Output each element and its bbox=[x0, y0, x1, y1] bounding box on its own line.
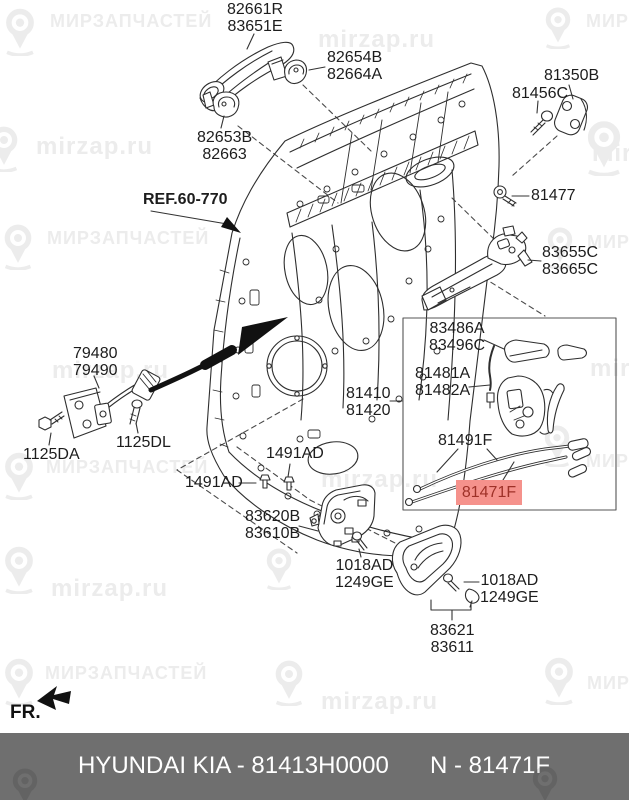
part-label-clip-left: 1491AD bbox=[185, 474, 243, 491]
fr-direction-label: FR. bbox=[10, 702, 41, 723]
part-label-checker-bolt: 1125DA bbox=[23, 446, 80, 463]
clip-drawings bbox=[259, 474, 295, 491]
trim-screw-drawings bbox=[351, 531, 480, 608]
install-direction-arrow bbox=[148, 317, 288, 393]
door-checker-drawing bbox=[63, 369, 161, 439]
leader-lines bbox=[48, 33, 574, 621]
highlighted-part-label: 81471F bbox=[456, 480, 522, 505]
watermark-brand: МИРЗАПЧАСТЕЙ bbox=[45, 663, 208, 683]
watermark-site: mirzap.ru bbox=[592, 140, 629, 167]
door-panel-drawing bbox=[206, 62, 500, 557]
part-label-striker: 81350B bbox=[544, 67, 600, 84]
bezel-drawing bbox=[391, 524, 462, 596]
part-label-clip-mid: 1491AD bbox=[266, 445, 324, 462]
watermark-site: mirzap.ru bbox=[590, 355, 629, 382]
handle-base-drawing bbox=[421, 225, 533, 311]
caption-bar: HYUNDAI KIA - 81413H0000 N - 81471F bbox=[0, 733, 629, 800]
striker-drawing bbox=[530, 94, 589, 136]
caption-ref-number: N - 81471F bbox=[430, 752, 551, 779]
watermark-site: mirzap.ru bbox=[318, 26, 436, 53]
caption-part-number: HYUNDAI KIA - 81413H0000 bbox=[78, 752, 389, 779]
part-label-panel-screw: 81477 bbox=[531, 187, 576, 204]
inset-detail-box bbox=[402, 317, 617, 511]
watermark-brand: МИРЗАПЧАСТЕЙ bbox=[47, 228, 210, 248]
panel-screw-drawing bbox=[493, 185, 517, 207]
watermark-site: mirzap.ru bbox=[51, 575, 169, 602]
part-label-striker-screw: 81456C bbox=[512, 85, 569, 102]
outer-handle-drawing bbox=[199, 41, 308, 118]
latch-detail-drawing bbox=[486, 339, 587, 437]
watermark-brand: МИРЗАПЧАСТЕЙ bbox=[587, 673, 629, 693]
checker-bolt-drawing bbox=[38, 411, 65, 431]
part-label-lock-cable: 81491F bbox=[438, 432, 493, 449]
inner-handle-drawing bbox=[309, 484, 376, 547]
watermark-brand: МИРЗАПЧАСТЕЙ bbox=[50, 11, 213, 31]
lock-cables-drawing bbox=[404, 438, 592, 507]
watermark-pin-icon bbox=[528, 764, 562, 800]
watermark-brand: МИРЗАПЧАСТЕЙ bbox=[587, 232, 629, 252]
watermark-site: mirzap.ru bbox=[321, 688, 439, 715]
checker-screw-drawing bbox=[129, 399, 143, 425]
ref-arrowhead-icon bbox=[221, 217, 241, 233]
fr-arrow-icon bbox=[37, 686, 71, 710]
watermark-pin-icon bbox=[8, 766, 42, 800]
part-label-checker-screw: 1125DL bbox=[116, 434, 171, 451]
ref-label: REF.60-770 bbox=[143, 191, 228, 208]
watermark-brand: МИРЗАПЧАСТЕЙ bbox=[46, 457, 209, 477]
watermark-site: mirzap.ru bbox=[36, 133, 154, 160]
